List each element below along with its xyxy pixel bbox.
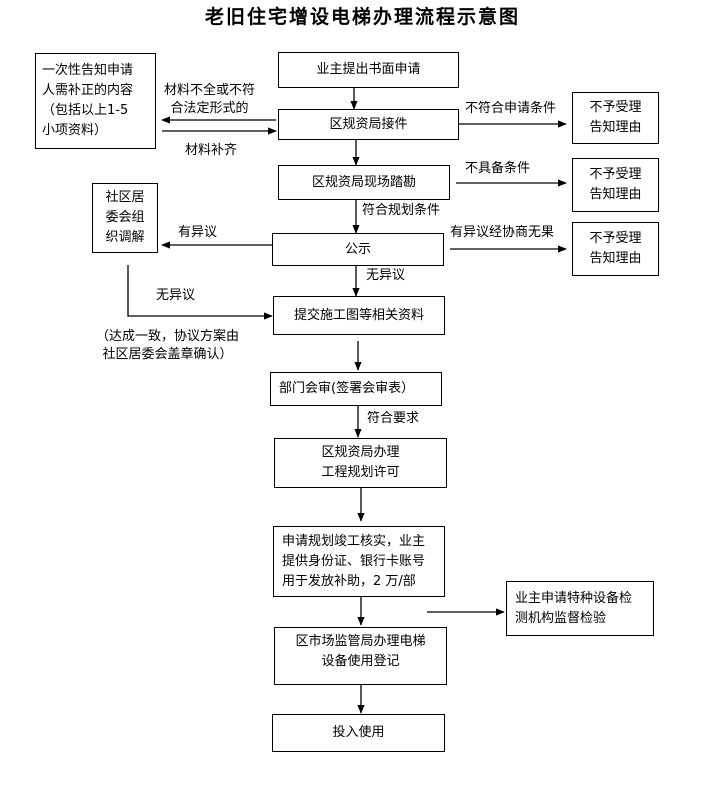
diagram-title: 老旧住宅增设电梯办理流程示意图 (204, 6, 520, 28)
node-label: 投入使用 (332, 725, 385, 740)
node-label: 公示 (344, 241, 371, 257)
node-label: 社区居 委会组 织调解 (105, 190, 145, 245)
node-inspection: 业主申请特种设备检 测机构监督检验 (506, 581, 654, 636)
node-label: 不予受理 告知理由 (589, 100, 642, 135)
node-label: 不予受理 告知理由 (589, 231, 642, 266)
node-label: 区规资局接件 (329, 116, 408, 132)
label-no-objection-mediation: 无异议 (156, 288, 196, 303)
node-publicity: 公示 (272, 233, 444, 266)
node-mediation: 社区居 委会组 织调解 (92, 183, 158, 253)
label-no-objection-publicity: 无异议 (366, 268, 406, 283)
node-label: 业主申请特种设备检 测机构监督检验 (515, 590, 633, 626)
label-objection: 有异议 (178, 225, 218, 240)
node-planning-permit: 区规资局办理 工程规划许可 (274, 438, 447, 488)
node-completion-check: 申请规划竣工核实，业主 提供身份证、银行卡账号 用于发放补助，2 万/部 (273, 526, 445, 597)
node-label: 区规资局现场踏勘 (311, 174, 416, 190)
node-label: 业主提出书面申请 (316, 62, 421, 77)
node-acceptance: 区规资局接件 (278, 109, 459, 140)
label-meets-planning: 符合规划条件 (362, 203, 441, 218)
node-label: 一次性告知申请 人需补正的内容 （包括以上1-5 小项资料） (42, 63, 134, 138)
node-label: 区规资局办理 工程规划许可 (321, 445, 400, 480)
arrow-mediation-to-submit (127, 265, 273, 320)
node-reject-3: 不予受理 告知理由 (572, 222, 659, 276)
node-registration: 区市场监管局办理电梯 设备使用登记 (274, 627, 447, 685)
node-reject-1: 不予受理 告知理由 (572, 92, 659, 144)
node-supplement-notice: 一次性告知申请 人需补正的内容 （包括以上1-5 小项资料） (35, 53, 156, 149)
label-supplemented: 材料补齐 (185, 143, 238, 158)
node-survey: 区规资局现场踏勘 (278, 165, 450, 200)
node-submit-drawings: 提交施工图等相关资料 (273, 296, 445, 335)
node-label: 部门会审(签署会审表） (279, 381, 415, 396)
label-meets-requirements: 符合要求 (367, 411, 420, 426)
node-label: 区市场监管局办理电梯 设备使用登记 (295, 634, 426, 669)
label-objection-failed: 有异议经协商无果 (450, 225, 555, 240)
node-application: 业主提出书面申请 (278, 52, 459, 88)
node-joint-review: 部门会审(签署会审表） (270, 372, 442, 406)
node-label: 不予受理 告知理由 (589, 167, 642, 202)
node-reject-2: 不予受理 告知理由 (572, 158, 659, 212)
label-not-qualified: 不具备条件 (465, 161, 531, 176)
node-in-use: 投入使用 (272, 714, 445, 752)
label-agreement-note: （达成一致，协议方案由 社区居委会盖章确认） (96, 329, 240, 362)
node-label: 提交施工图等相关资料 (293, 307, 424, 323)
label-not-eligible-apply: 不符合申请条件 (465, 101, 557, 116)
node-label: 申请规划竣工核实，业主 提供身份证、银行卡账号 用于发放补助，2 万/部 (282, 533, 426, 589)
label-incomplete: 材料不全或不符 合法定形式的 (164, 83, 256, 116)
